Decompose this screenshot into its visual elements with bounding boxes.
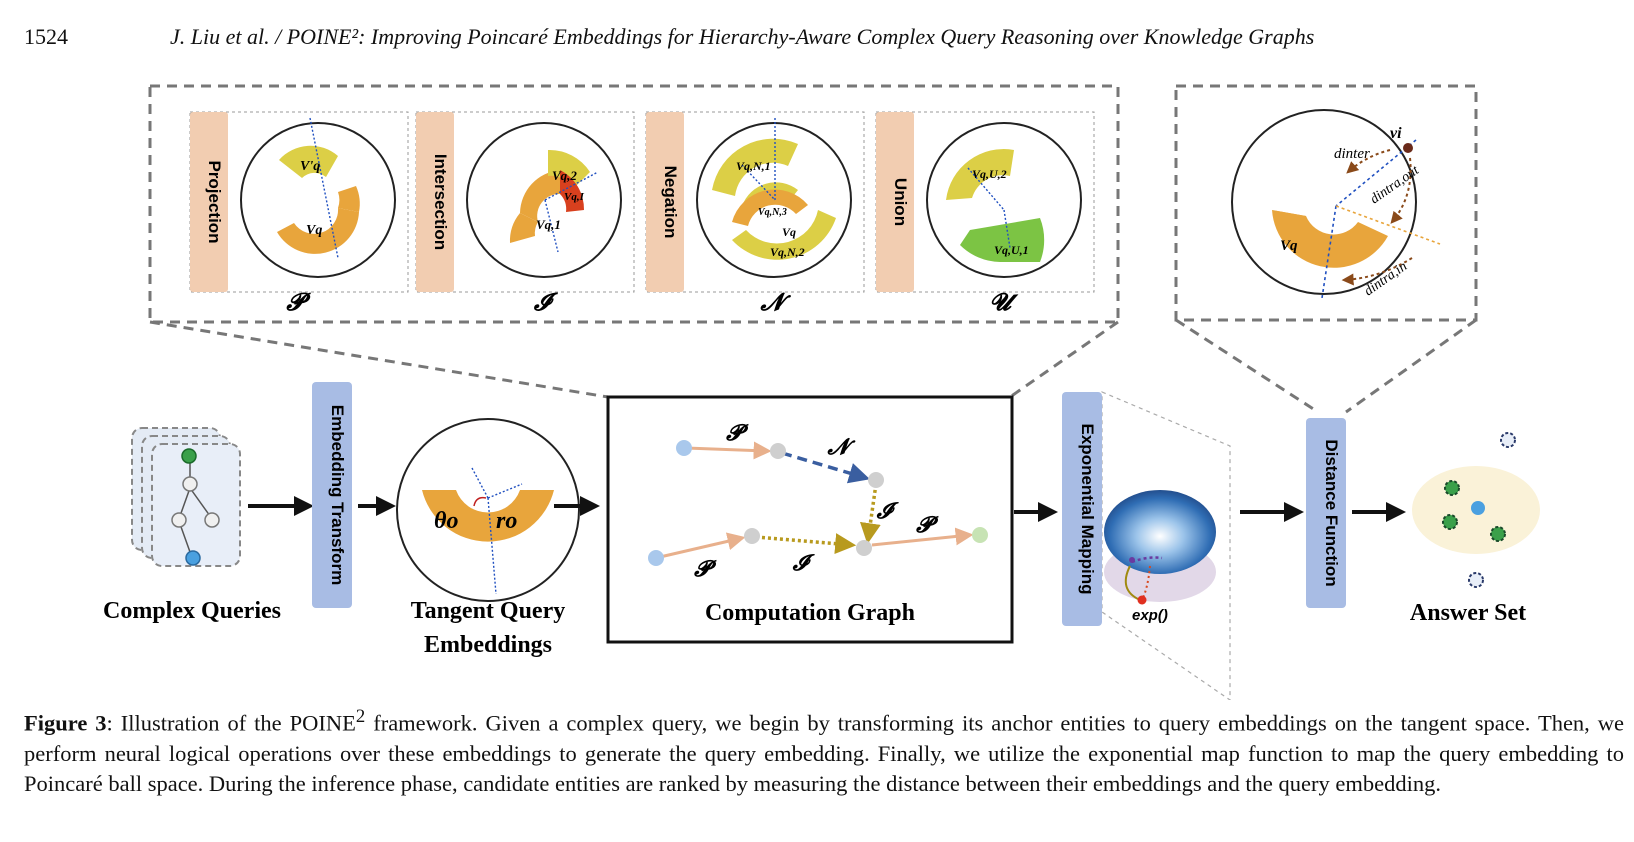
embedding-transform-label: Embedding Transform [328, 405, 347, 585]
label-negation: Negation [661, 166, 680, 239]
label-vq-neg: Vq [782, 225, 796, 239]
tangent-label-2: Embeddings [424, 632, 552, 658]
panel-union: Union Vq,U,2 Vq,U,1 𝓤 [875, 111, 1095, 316]
figure-caption: Figure 3: Illustration of the POINE2 fra… [24, 704, 1624, 799]
label-vqi: Vq,I [564, 191, 585, 203]
embedding-transform-bar [312, 382, 352, 608]
symbol-negation: 𝓝 [760, 290, 792, 316]
caption-text: framework. Given a complex query, we beg… [24, 710, 1625, 796]
distance-function-bar [1306, 418, 1346, 608]
answer-set-diagram [1412, 432, 1540, 588]
panel-intersection: Intersection Vq,2 Vq,I Vq,1 𝓘 [415, 111, 635, 316]
framework-figure: Projection V'q Vq 𝓟 Intersection Vq,2 Vq… [103, 84, 1540, 700]
distance-box [1174, 84, 1478, 322]
label-vq1: Vq,1 [536, 217, 561, 232]
label-vi: vi [1390, 125, 1402, 142]
computation-graph-box [606, 395, 1014, 644]
exp-label: exp() [1132, 607, 1168, 624]
computation-graph-label: Computation Graph [705, 600, 915, 626]
label-vqu1: Vq,U,1 [994, 243, 1029, 257]
tangent-embedding-diagram: θo ro [396, 418, 580, 602]
running-title: J. Liu et al. / POINE²: Improving Poinca… [170, 24, 1315, 49]
label-vq2: Vq,2 [552, 168, 577, 183]
operators-box [148, 84, 1120, 324]
label-projection: Projection [205, 160, 224, 243]
exponential-mapping-label: Exponential Mapping [1078, 424, 1097, 595]
label-vqu2: Vq,U,2 [972, 167, 1007, 181]
tangent-label-1: Tangent Query [411, 598, 565, 624]
label-vq-prime: V'q [300, 159, 320, 174]
panel-negation: Negation Vq,N,1 Vq,N,3 Vq Vq,N,2 𝓝 [645, 111, 865, 316]
caption-framework: POINE [289, 710, 356, 736]
caption-lead: : Illustration of the [106, 710, 290, 736]
label-union: Union [891, 178, 910, 226]
caption-superscript: 2 [355, 706, 366, 727]
label-vq-proj: Vq [306, 223, 322, 238]
tangent-angle-label: θo [434, 508, 458, 534]
poincare-ball: exp() [1104, 490, 1216, 624]
symbol-projection: 𝓟 [286, 290, 311, 316]
zoom-line-left [149, 320, 609, 399]
complex-queries-icon [131, 427, 241, 567]
caption-label: Figure 3 [24, 710, 107, 736]
panel-projection: Projection V'q Vq 𝓟 [189, 111, 409, 316]
tangent-radius-label: ro [496, 508, 517, 534]
distance-diagram: vi dinter dintra,out dintra,in Vq [1231, 109, 1441, 299]
complex-queries-label: Complex Queries [103, 598, 281, 624]
symbol-union: 𝓤 [989, 290, 1019, 316]
label-vqn2: Vq,N,2 [770, 245, 805, 259]
label-intersection: Intersection [431, 154, 450, 250]
exponential-mapping-bar [1062, 392, 1102, 626]
symbol-intersection: 𝓘 [533, 290, 559, 316]
label-vqn1: Vq,N,1 [736, 159, 771, 173]
page-number: 1524 [24, 24, 68, 49]
label-dinter: dinter [1334, 146, 1370, 162]
label-vq-dist: Vq [1280, 238, 1298, 254]
answer-set-label: Answer Set [1410, 600, 1526, 626]
zoom-line-right [1009, 320, 1119, 399]
distance-function-label: Distance Function [1322, 439, 1341, 586]
label-vqn3: Vq,N,3 [758, 207, 787, 218]
